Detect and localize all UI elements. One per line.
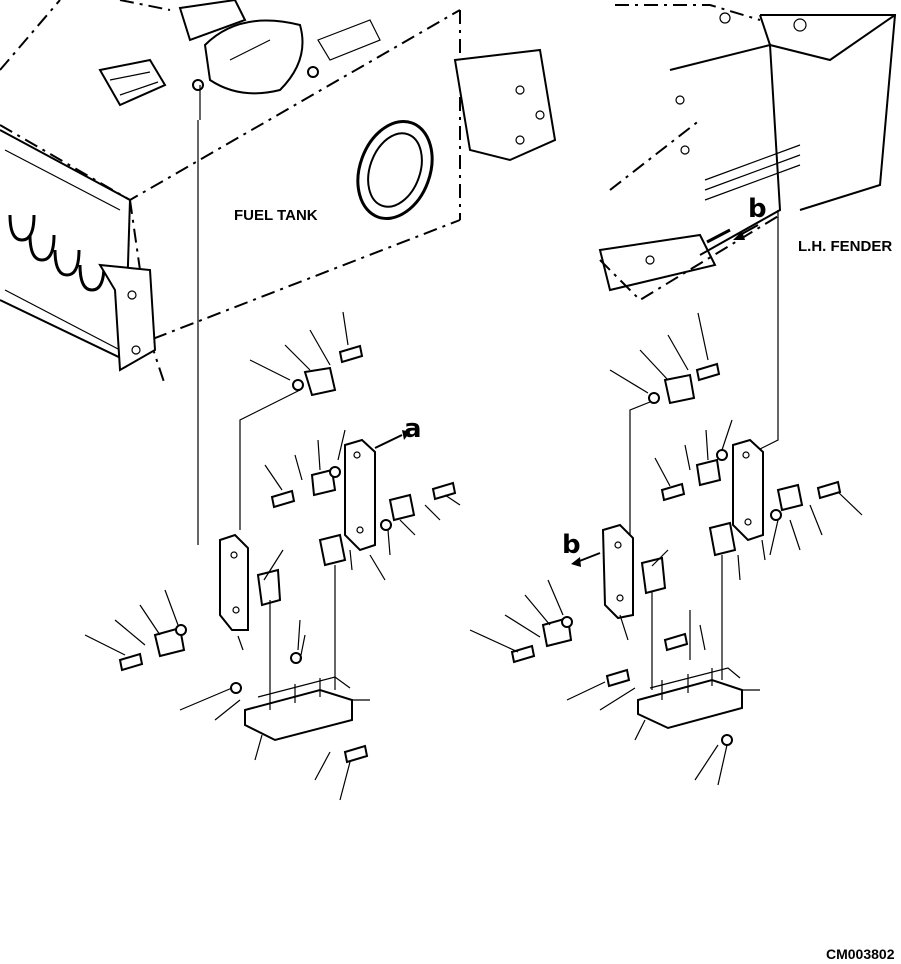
fuel-tank-assembly	[0, 0, 557, 386]
reference-b-right-label: b	[748, 194, 767, 224]
right-mount-parts	[469, 210, 863, 786]
fuel-tank-label: FUEL TANK	[234, 207, 318, 224]
reference-b-left-label: b	[562, 530, 581, 560]
lh-fender-label: L.H. FENDER	[798, 238, 893, 255]
lh-fender-assembly	[598, 4, 897, 302]
reference-a-label: a	[404, 414, 422, 444]
left-mount-parts	[84, 120, 461, 801]
drawing-code-label: CM003802	[826, 946, 895, 962]
